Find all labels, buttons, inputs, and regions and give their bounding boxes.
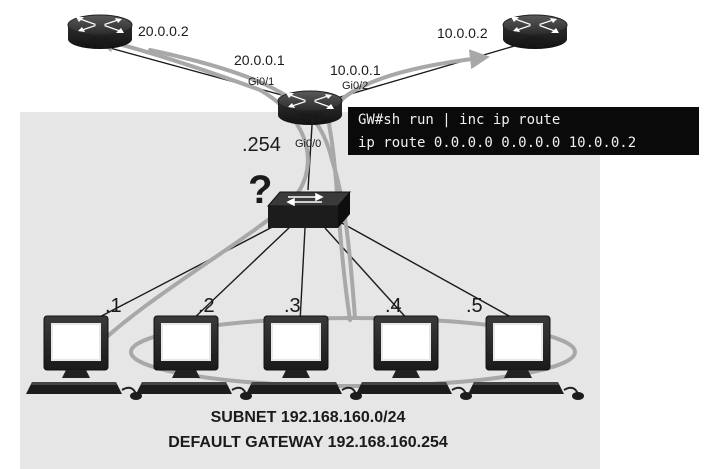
r2-ip: 10.0.0.2 — [437, 25, 488, 41]
host-label-5: .5 — [466, 295, 483, 317]
link-gw-r1 — [87, 41, 301, 101]
link-gw-r2 — [329, 41, 529, 101]
subnet-ellipse — [129, 316, 577, 388]
terminal-line-2: ip route 0.0.0.0 0.0.0.0 10.0.0.2 — [358, 135, 636, 151]
lan-background — [20, 112, 600, 469]
gateway-line: DEFAULT GATEWAY 192.168.160.254 — [168, 434, 448, 451]
host-label-2: .2 — [198, 295, 215, 317]
gw-ip-left: 20.0.0.1 — [234, 52, 285, 68]
switch[interactable] — [266, 191, 352, 228]
gw-if-right: Gi0/2 — [342, 80, 368, 92]
r1-ip: 20.0.0.2 — [138, 23, 189, 39]
gw-if-down: Gi0/0 — [295, 138, 321, 150]
subnet-line: SUBNET 192.168.160.0/24 — [211, 409, 406, 426]
router-r2[interactable]: R2 — [502, 14, 568, 51]
router-r2-name: R2 — [525, 34, 544, 51]
link-gw-switch — [307, 124, 313, 191]
router-r1[interactable]: R1 — [67, 14, 133, 51]
question-mark: ? — [248, 168, 272, 212]
host-label-4: .4 — [385, 295, 402, 317]
switch-links — [89, 221, 521, 323]
terminal-box: GW#sh run | inc ip route ip route 0.0.0.… — [348, 107, 699, 155]
router-gw-name: GW — [297, 110, 324, 127]
router-r1-name: R1 — [90, 34, 109, 51]
router-gw[interactable]: GW — [277, 90, 343, 127]
host-label-3: .3 — [284, 295, 301, 317]
gw-ip-right: 10.0.0.1 — [330, 62, 381, 78]
terminal-line-1: GW#sh run | inc ip route — [358, 112, 560, 128]
gw-if-left: Gi0/1 — [248, 76, 274, 88]
gw-ip-down: .254 — [242, 134, 281, 156]
host-label-1: .1 — [105, 295, 122, 317]
traffic-path — [86, 32, 490, 357]
